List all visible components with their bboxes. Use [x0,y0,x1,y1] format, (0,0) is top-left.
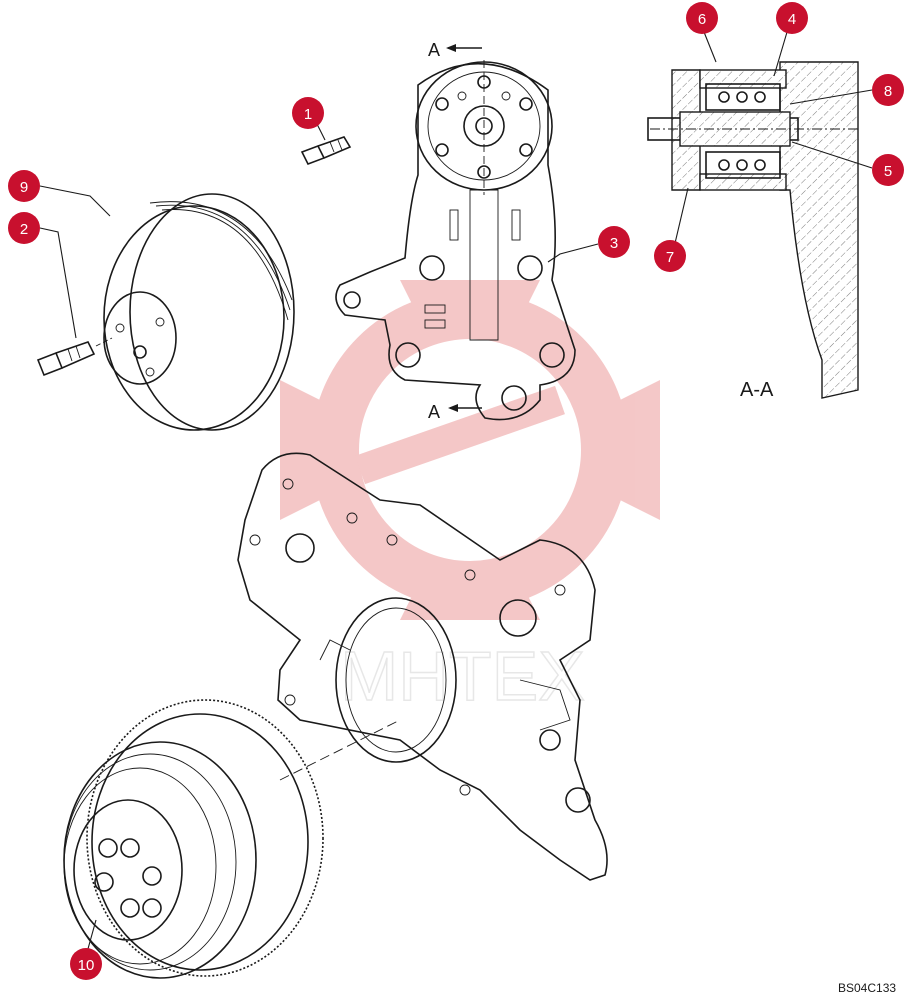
section-title: A-A [740,379,774,401]
leader-lines [39,21,873,957]
callout-4: 4 [776,2,808,34]
callout-1: 1 [292,97,324,129]
watermark-logo: MHTEX [280,280,660,716]
section-arrow-top: A [428,40,482,60]
callout-label-9: 9 [20,179,28,196]
callout-label-6: 6 [698,11,706,28]
callout-2: 2 [8,212,40,244]
callout-label-5: 5 [884,163,892,180]
callout-label-2: 2 [20,221,28,238]
callout-7: 7 [654,240,686,272]
callout-label-1: 1 [304,106,312,123]
section-arrow-bottom: A [428,402,482,422]
callout-label-3: 3 [610,235,618,252]
pulley-part-9 [103,193,295,431]
bolt-part-1 [300,136,352,166]
callout-label-4: 4 [788,11,796,28]
callout-label-7: 7 [666,249,674,266]
damper-bolt-pattern [94,838,162,918]
callout-5: 5 [872,154,904,186]
callout-6: 6 [686,2,718,34]
section-arrow-label-top: A [428,40,440,60]
callout-label-10: 10 [78,957,95,974]
bracket-part-3 [335,60,576,421]
callout-label-8: 8 [884,83,892,100]
bolt-part-2 [36,337,113,377]
callout-10: 10 [70,948,102,980]
svg-text:MHTEX: MHTEX [340,637,585,715]
callout-9: 9 [8,170,40,202]
section-view-a-a: A-A [647,61,860,401]
callout-8: 8 [872,74,904,106]
section-arrow-label-bottom: A [428,402,440,422]
timing-cover-housing [237,452,608,881]
damper-pulley-part-10 [63,699,324,979]
callout-3: 3 [598,226,630,258]
drawing-code: BS04C133 [838,981,896,995]
